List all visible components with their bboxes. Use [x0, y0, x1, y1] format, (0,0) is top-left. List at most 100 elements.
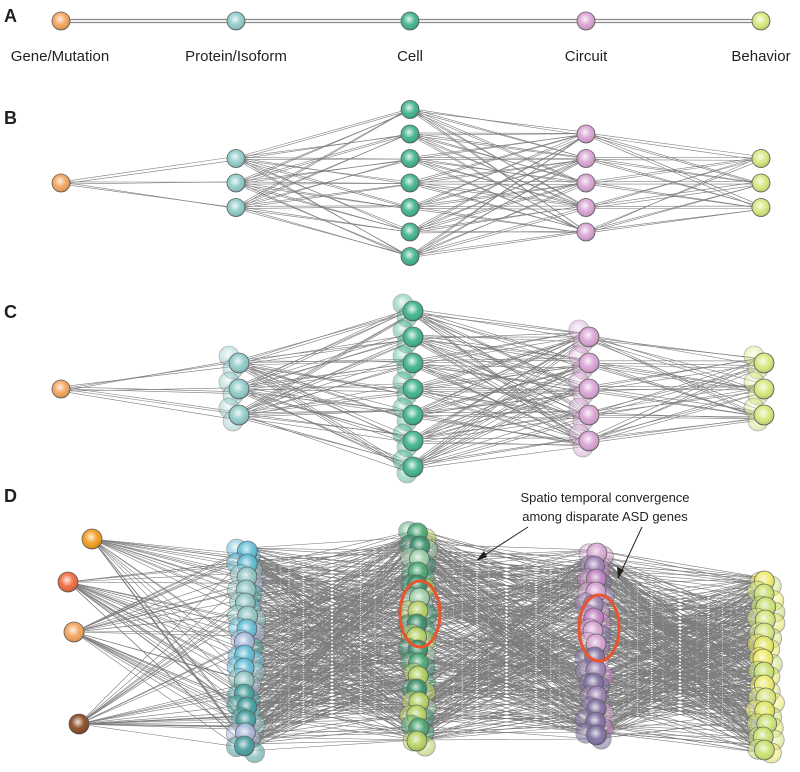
annotation-arrow-cell	[479, 526, 529, 559]
network-edge	[594, 577, 766, 691]
network-edge	[409, 436, 587, 466]
network-edge	[60, 388, 237, 415]
network-edge	[585, 418, 762, 440]
network-edge	[585, 357, 762, 390]
network-edge	[409, 159, 587, 185]
network-edge	[585, 387, 762, 418]
network-edge	[409, 410, 587, 442]
gene-node	[51, 379, 71, 399]
network-edge	[417, 704, 596, 733]
cell-node	[402, 378, 424, 400]
network-edge	[73, 631, 247, 721]
network-edge	[235, 206, 411, 209]
edges	[60, 107, 762, 259]
network-edge	[594, 640, 766, 691]
network-edge	[409, 205, 587, 234]
network-edge	[245, 582, 419, 608]
network-edge	[67, 581, 247, 695]
network-edge	[594, 605, 766, 642]
network-edge	[594, 682, 766, 740]
network-edge	[594, 577, 766, 621]
network-edge	[245, 641, 419, 668]
cell-node	[400, 247, 420, 266]
level-label-gene: Gene/Mutation	[11, 48, 109, 65]
network-edge	[409, 338, 587, 422]
circuit-node	[578, 378, 600, 400]
network-edge	[409, 310, 587, 370]
network-edge	[409, 135, 587, 232]
network-edge	[409, 336, 587, 444]
network-edge	[235, 383, 411, 392]
circuit-node	[576, 11, 596, 31]
network-edge	[409, 364, 587, 389]
network-edge	[235, 416, 411, 463]
network-edge	[60, 181, 237, 185]
network-edge	[235, 158, 411, 209]
network-edge	[245, 536, 419, 647]
network-edge	[409, 335, 587, 414]
network-edge	[585, 362, 762, 391]
network-edge	[245, 711, 419, 745]
network-edge	[78, 606, 247, 725]
network-edge	[78, 723, 247, 727]
network-edge	[409, 230, 587, 234]
network-edge	[585, 209, 762, 234]
protein-node	[228, 352, 250, 374]
network-edge	[235, 205, 411, 207]
network-edge	[594, 640, 766, 656]
behavior-node	[753, 404, 775, 426]
circuit-node	[578, 404, 600, 426]
network-edge	[235, 158, 411, 185]
network-edge	[235, 132, 411, 209]
level-label-behavior: Behavior	[731, 48, 790, 65]
network-edge	[91, 538, 247, 578]
network-edge	[67, 581, 247, 620]
network-edge	[409, 385, 587, 418]
network-edge	[585, 360, 762, 390]
network-edge	[594, 626, 766, 691]
network-edge	[417, 605, 596, 629]
network-edge	[245, 634, 419, 668]
network-edge	[91, 538, 247, 560]
network-edge	[67, 581, 247, 675]
panel-label-b: B	[4, 108, 17, 128]
network-edge	[417, 641, 596, 733]
network-edge	[245, 589, 419, 706]
level-label-protein: Protein/Isoform	[185, 48, 287, 65]
behavior-node	[753, 352, 775, 374]
protein-node	[226, 11, 246, 31]
network-edge	[60, 156, 237, 183]
network-edge	[73, 554, 247, 633]
network-edge	[409, 330, 587, 364]
network-edge	[78, 715, 247, 725]
network-edge	[594, 731, 766, 747]
network-edge	[235, 208, 411, 256]
network-edge	[409, 181, 587, 258]
network-edge	[235, 362, 411, 396]
network-edge	[594, 626, 766, 698]
network-edge	[235, 133, 411, 160]
network-edge	[67, 581, 247, 707]
network-edge	[409, 364, 587, 392]
network-edge	[585, 132, 762, 157]
network-edge	[585, 134, 762, 161]
network-edge	[409, 134, 587, 233]
network-edge	[245, 554, 419, 622]
behavior-node	[753, 739, 775, 761]
network-edge	[60, 390, 237, 420]
network-edge	[73, 583, 247, 633]
network-edge	[235, 181, 411, 210]
network-edge	[594, 619, 766, 663]
protein-node	[226, 198, 246, 217]
network-edge	[78, 690, 247, 725]
network-edge	[73, 550, 247, 633]
network-edge	[245, 697, 419, 710]
network-edge	[594, 689, 766, 705]
gene-node	[57, 571, 79, 593]
network-edge	[245, 554, 419, 566]
network-edge	[235, 312, 411, 366]
network-edge	[60, 365, 237, 388]
network-edge	[417, 557, 596, 579]
network-edge	[409, 365, 587, 418]
